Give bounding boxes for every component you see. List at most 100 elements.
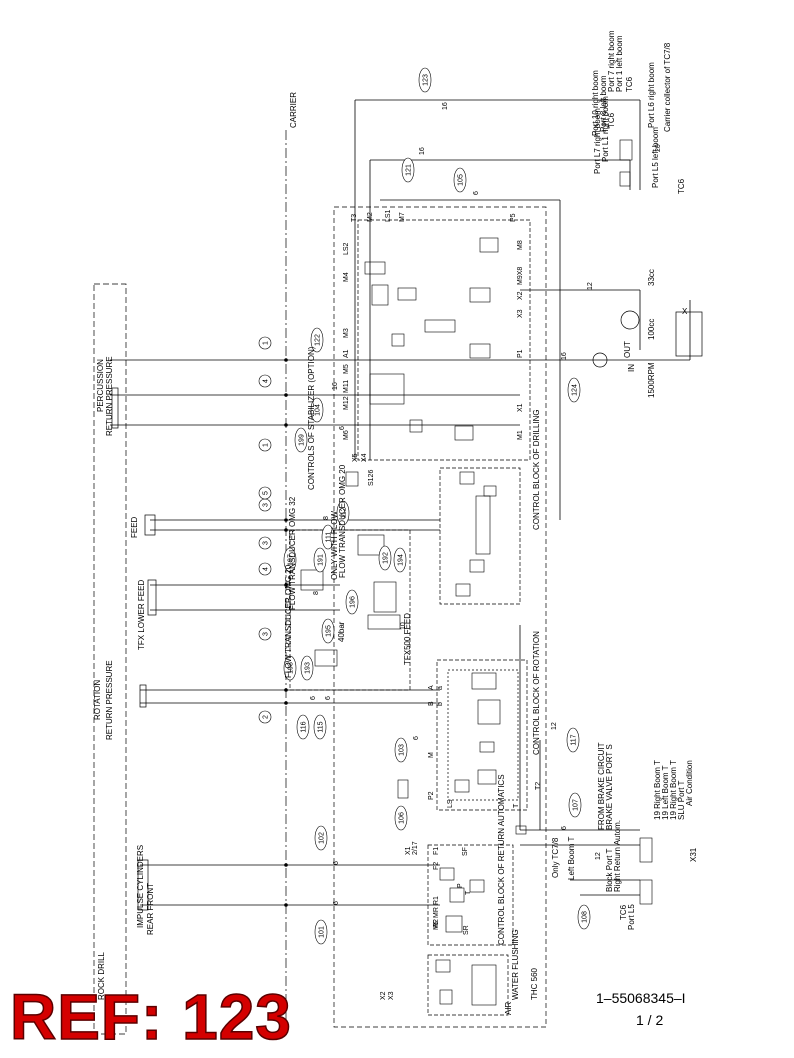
bubble-number: 123 [423,74,430,86]
block-port-label: M1 [517,430,524,440]
block-port-label: M9X8 [517,267,524,285]
block-port-label: M8 [517,240,524,250]
line-size-label: 6 [325,696,332,700]
bubble-number: 116 [301,721,308,732]
line-size-label: 12 [551,722,558,730]
bubble-number: 107 [573,799,580,811]
bubble-number: 196 [350,596,357,608]
flow-transducer-lower-label: FLOW TRANSDUCER OMG 20 [284,564,293,678]
bubble-number: 106 [399,812,406,824]
bubble-number: 5 [263,491,270,495]
block-port-label: X2 [517,291,524,300]
block-port-label: M5 [343,364,350,374]
rock-drill-boundary [93,283,127,1035]
bubble-number: 3 [263,632,270,636]
port-l7-right-label: Port L7 right boom [593,108,602,174]
rotation-ports-label: RETURN PRESSURE [105,660,114,740]
bubble-number: 197 [288,554,295,566]
bubble-number: 191 [318,554,325,566]
block-port-label: T [465,890,472,895]
bubble-number: 121 [406,164,413,176]
block-port-label: M3 [343,328,350,338]
drill-connectors [111,387,157,911]
bubble-number: 104 [315,404,322,416]
reference-bubbles [258,67,591,945]
port-l6-right-label: Port L6 right boom [647,62,656,128]
block-port-label: X4 [361,453,368,462]
bubble-number: 4 [263,379,270,383]
line-size-label: 12 [595,852,602,860]
block-port-label: 2/17 [412,841,419,855]
block-port-label: A [428,685,435,690]
block-port-label: T3 [351,214,358,222]
block-port-label: LS2 [343,242,350,255]
tfx-lower-feed-label: TFX LOWER FEED [137,579,146,650]
pump-in-label: IN [627,364,636,372]
block-port-label: B [428,701,435,706]
block-port-label: R2 [433,919,440,928]
feed-label: FEED [130,516,139,538]
bubble-number: 115 [318,721,325,732]
line-size-label: 6 [339,426,346,430]
line-size-label: 6 [333,861,340,865]
pump-100cc-label: 100cc [647,318,656,340]
bubble-number: 101 [319,926,326,938]
percussion-ports-label: RETURN PRESSURE [105,356,114,436]
only-with-flow-label: ONLY WITH FLOW [330,510,339,580]
bubble-number: 3 [263,503,270,507]
block-port-label: M7 [399,212,406,222]
drilling-block-label: CONTROL BLOCK OF DRILLING [532,409,541,530]
line-size-label: 8 [323,516,330,520]
line-size-label: 6 [310,696,317,700]
drilling-valves [364,237,499,597]
port-l5-label: Port L5 [627,904,636,930]
block-port-label: M4 [343,272,350,282]
flow-transducer-upper-label: FLOW TRANSDUCER OMG 20 [338,464,347,578]
line-size-label: 6 [333,901,340,905]
block-port-label: P [457,883,464,888]
port-l1-right-label: Port L1 right boom [601,96,610,162]
bubble-number: 3 [263,541,270,545]
left-boom-t-port-label: Left Boom T [567,836,576,880]
block-port-label: LS1 [385,209,392,222]
block-port-label: MR [433,907,440,918]
drilling-block-boundary [357,219,531,461]
block-port-label: SF [462,847,469,856]
x31-label: X31 [689,847,698,862]
only-tc78-label: Only TC7/8 [551,837,560,878]
pump-out-label: OUT [623,341,632,358]
port-l5-left-label: Port L5 left boom [651,127,660,188]
tfx500-feed-label: TFX500 FEED [403,612,412,665]
carrier-label: CARRIER [289,91,298,128]
bubble-number: 194 [398,554,405,566]
block-port-label: S126 [368,470,375,486]
block-port-label: X2 [380,991,387,1000]
rotation-valves [454,672,501,793]
block-port-label: T [513,803,520,808]
block-port-label: X3 [388,991,395,1000]
return-valves [439,867,485,933]
block-port-label: X5 [352,453,359,462]
air-label: AIR [504,1001,513,1015]
bubble-number: 198 [288,662,295,674]
water-flushing-boundary [427,954,509,1016]
hydraulic-lines [110,99,691,906]
bubble-number: 122 [315,334,322,346]
line-size-label: 16 [332,382,339,390]
tc6-top-label: TC6 [625,76,634,92]
line-size-label: 6 [473,191,480,195]
right-port-connectors [345,139,653,905]
block-port-label: M2 [367,212,374,222]
bubble-number: 4 [263,567,270,571]
bubble-number: 192 [383,552,390,564]
bubble-number: 195 [326,625,333,637]
block-port-label: P5 [510,213,517,222]
rotation-block-boundary [436,659,528,811]
line-size-label: 16 [419,147,426,155]
block-port-label: A1 [343,349,350,358]
bubble-number: 102 [319,832,326,844]
percussion-label: PERCUSSION [96,359,105,412]
impulse-ports-label: REAR FRONT [146,883,155,935]
